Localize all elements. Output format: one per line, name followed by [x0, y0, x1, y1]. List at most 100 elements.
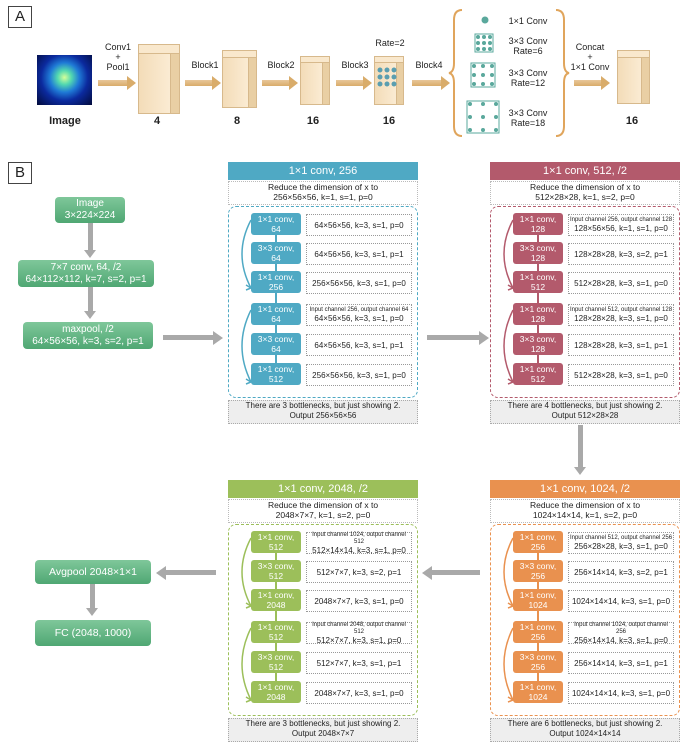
stage2-header: 1×1 conv, 512, /2 — [490, 162, 680, 180]
stage3-header: 1×1 conv, 1024, /2 — [490, 480, 680, 498]
avgpool-box: Avgpool 2048×1×1 — [35, 560, 151, 584]
arrowhead-stage2-to-stage3 — [574, 467, 586, 475]
stage3-desc-2: 256×14×14, k=3, s=2, p=1 — [568, 561, 674, 583]
aspp-left-brace-icon — [448, 9, 463, 137]
stage4-desc-3: 2048×7×7, k=3, s=1, p=0 — [306, 590, 412, 612]
stage2-down-arrow-2 — [537, 264, 539, 271]
block3-label: Block3 — [341, 60, 369, 70]
stage1-block-2: 3×3 conv,64 — [251, 242, 301, 264]
arrow-stage3-to-stage4 — [432, 570, 480, 575]
stage1-footer-note: There are 3 bottlenecks, but just showin… — [228, 400, 418, 424]
stage2-frame — [490, 206, 680, 398]
stage4-link-arrow — [275, 611, 277, 621]
arrow-block4 — [412, 76, 450, 90]
stage4-down-arrow-1 — [275, 553, 277, 560]
dim-label-4: 16 — [382, 115, 396, 127]
stage1-down-arrow-2 — [275, 264, 277, 271]
stage4-footer-note: There are 3 bottlenecks, but just showin… — [228, 718, 418, 742]
stage4-header: 1×1 conv, 2048, /2 — [228, 480, 418, 498]
stage3-block-2: 3×3 conv,256 — [513, 560, 563, 582]
flow-arrowhead-1 — [84, 250, 96, 258]
concat-label: Concat+1×1 Conv — [570, 42, 610, 72]
dim-label-1: 4 — [153, 115, 161, 127]
stage4-down-arrow-2 — [275, 582, 277, 589]
stage3-footer-note: There are 6 bottlenecks, but just showin… — [490, 718, 680, 742]
conv-3x3-rate12-kernel-icon — [470, 62, 496, 88]
dim-label-2: 8 — [233, 115, 241, 127]
stage2-link-arrow — [537, 293, 539, 303]
dim-label-3: 16 — [306, 115, 320, 127]
arrowhead-stage3-to-stage4 — [422, 566, 432, 580]
flow-arrowhead-2 — [84, 311, 96, 319]
atrous-dots-icon — [377, 67, 397, 87]
stage1-desc-5: 64×56×56, k=3, s=1, p=1 — [306, 334, 412, 356]
arrow-stage1-to-stage2 — [427, 335, 479, 340]
panel-b-label: B — [8, 162, 32, 184]
stage4-block-5: 3×3 conv,512 — [251, 651, 301, 673]
arrow-concat — [574, 76, 610, 90]
stage1-frame — [228, 206, 418, 398]
aspp-item-1: 1×1 Conv — [508, 16, 548, 26]
arrowhead-stage4-to-avgpool — [156, 566, 166, 580]
stage3-block-4: 1×1 conv,256 — [513, 621, 563, 643]
arrow-block3 — [336, 76, 372, 90]
stage2-desc-3: 512×28×28, k=3, s=1, p=0 — [568, 272, 674, 294]
stage1-down-arrow-4 — [275, 325, 277, 333]
stage1-link-arrow — [275, 293, 277, 303]
stage2-desc-2: 128×28×28, k=3, s=2, p=1 — [568, 243, 674, 265]
stage3-skip-connection-icon — [503, 537, 515, 703]
stage1-block-1: 1×1 conv,64 — [251, 213, 301, 235]
stage2-skip-connection-icon — [503, 219, 515, 385]
stage1-down-arrow-5 — [275, 355, 277, 363]
stage4-block-3: 1×1 conv,2048 — [251, 589, 301, 611]
stage2-block-1: 1×1 conv,128 — [513, 213, 563, 235]
stage1-block-3: 1×1 conv,256 — [251, 271, 301, 293]
arrow-stage2-to-stage3 — [578, 425, 583, 467]
arrow-conv1 — [98, 76, 136, 90]
flow-arrow-2 — [88, 287, 93, 311]
stage3-desc-3: 1024×14×14, k=3, s=1, p=0 — [568, 590, 674, 612]
arrow-block1 — [185, 76, 221, 90]
stage2-block-6: 1×1 conv,512 — [513, 363, 563, 385]
stage2-block-5: 3×3 conv,128 — [513, 333, 563, 355]
arrow-stage4-to-avgpool — [166, 570, 216, 575]
stage4-frame — [228, 524, 418, 716]
stage4-block-4: 1×1 conv,512 — [251, 621, 301, 643]
stage3-block-3: 1×1 conv,1024 — [513, 589, 563, 611]
stage3-block-5: 3×3 conv,256 — [513, 651, 563, 673]
block4-label: Block4 — [415, 60, 443, 70]
flow-arrow-1 — [88, 223, 93, 250]
panel-a-label: A — [8, 6, 32, 28]
conv-3x3-rate18-kernel-icon — [466, 100, 500, 134]
arrow-to-stage1 — [163, 335, 213, 340]
conv-1x1-kernel-icon — [481, 16, 489, 24]
block1-label: Block1 — [191, 60, 219, 70]
stage3-block-6: 1×1 conv,1024 — [513, 681, 563, 703]
stage3-frame — [490, 524, 680, 716]
stage2-desc-5: 128×28×28, k=3, s=1, p=1 — [568, 334, 674, 356]
stage3-down-arrow-1 — [537, 553, 539, 560]
dim-label-5: 16 — [625, 115, 639, 127]
arrowhead-to-stage1 — [213, 331, 223, 345]
stage4-desc-6: 2048×7×7, k=3, s=1, p=0 — [306, 682, 412, 704]
stage3-block-1: 1×1 conv,256 — [513, 531, 563, 553]
stage1-down-arrow-1 — [275, 235, 277, 242]
stage1-skip-connection-icon — [241, 219, 253, 385]
stage1-desc-3: 256×56×56, k=3, s=1, p=0 — [306, 272, 412, 294]
stage1-desc-2: 64×56×56, k=3, s=1, p=1 — [306, 243, 412, 265]
stage1-block-6: 1×1 conv,512 — [251, 363, 301, 385]
stage2-down-arrow-5 — [537, 355, 539, 363]
stage4-desc-5: 512×7×7, k=3, s=1, p=1 — [306, 652, 412, 674]
image-label: Image — [49, 115, 81, 127]
stage2-block-4: 1×1 conv,128 — [513, 303, 563, 325]
